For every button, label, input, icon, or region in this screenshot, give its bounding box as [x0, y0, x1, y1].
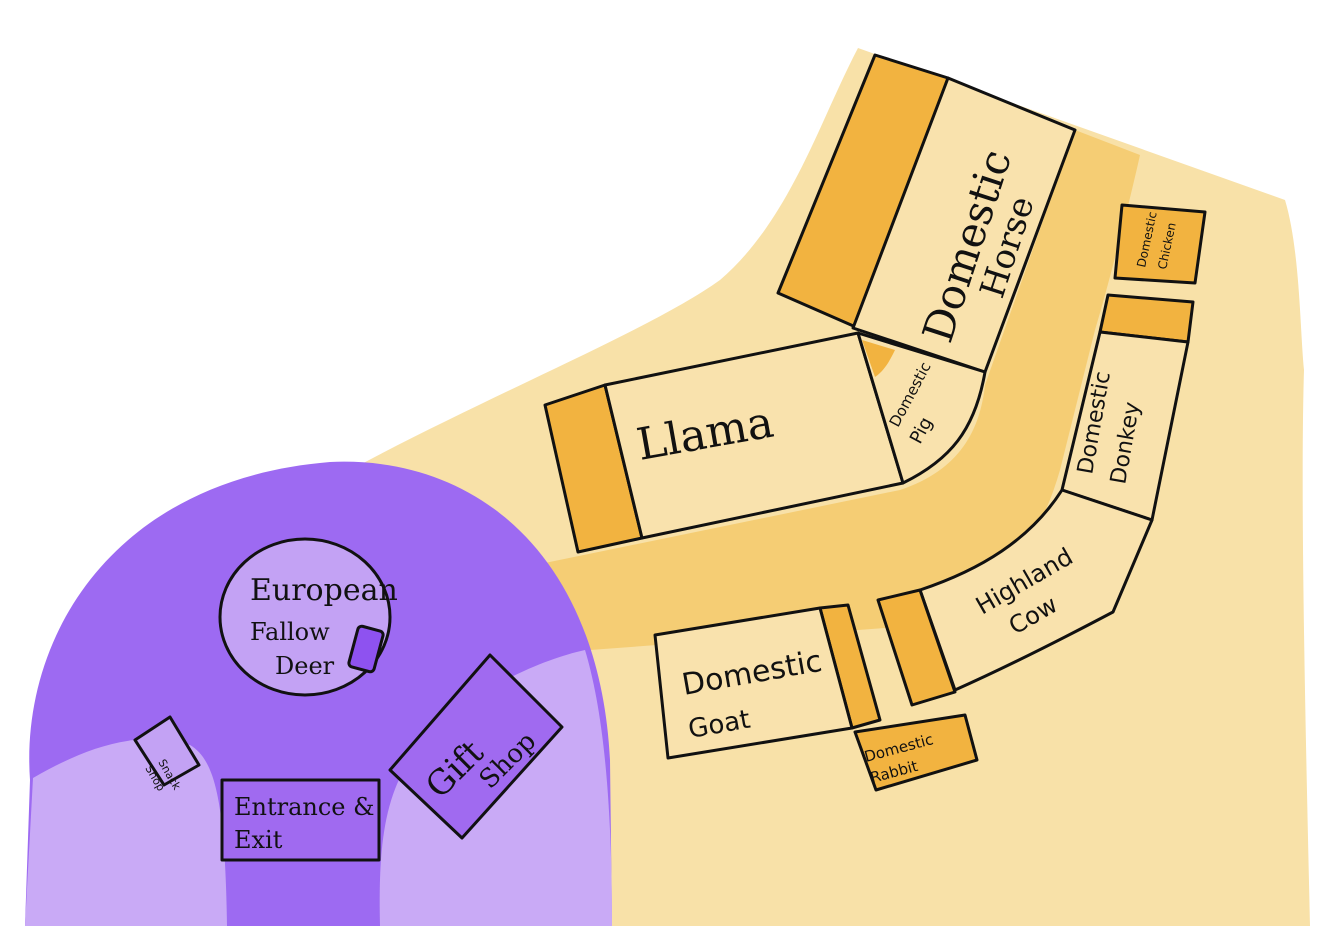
highland-cow-enclosure[interactable]: Highland Cow: [918, 488, 1154, 692]
domestic-goat-enclosure[interactable]: Domestic Goat: [653, 606, 854, 760]
deer-label-3: Deer: [275, 652, 335, 680]
domestic-donkey-enclosure[interactable]: Domestic Donkey: [1060, 330, 1190, 522]
domestic-chicken-enclosure[interactable]: Domestic Chicken: [1113, 203, 1207, 285]
gift-shop-building[interactable]: Gift Shop: [388, 653, 564, 840]
european-fallow-deer-enclosure[interactable]: European Fallow Deer: [218, 537, 398, 697]
domestic-pig-enclosure[interactable]: Domestic Pig: [856, 331, 987, 485]
entrance-exit-building[interactable]: Entrance & Exit: [220, 778, 381, 862]
deer-shelter: [347, 624, 385, 674]
deer-label-1: European: [250, 573, 398, 608]
domestic-rabbit-enclosure[interactable]: Domestic Rabbit: [853, 713, 979, 792]
entrance-exit-label-1: Entrance &: [234, 793, 375, 821]
domestic-horse-enclosure[interactable]: Domestic Horse: [776, 53, 1077, 374]
llama-enclosure[interactable]: Llama: [543, 331, 905, 554]
svg-text:Exit: Exit: [234, 826, 283, 854]
goat-cow-strip-2: [876, 588, 957, 707]
svg-text:Deer: Deer: [275, 652, 335, 680]
svg-text:Fallow: Fallow: [250, 618, 330, 646]
svg-text:European: European: [250, 573, 398, 608]
svg-text:Entrance &: Entrance &: [234, 793, 375, 821]
farm-path: [535, 130, 1140, 650]
entrance-exit-label-2: Exit: [234, 826, 283, 854]
plaza-light-left: [25, 739, 227, 926]
deer-label-2: Fallow: [250, 618, 330, 646]
